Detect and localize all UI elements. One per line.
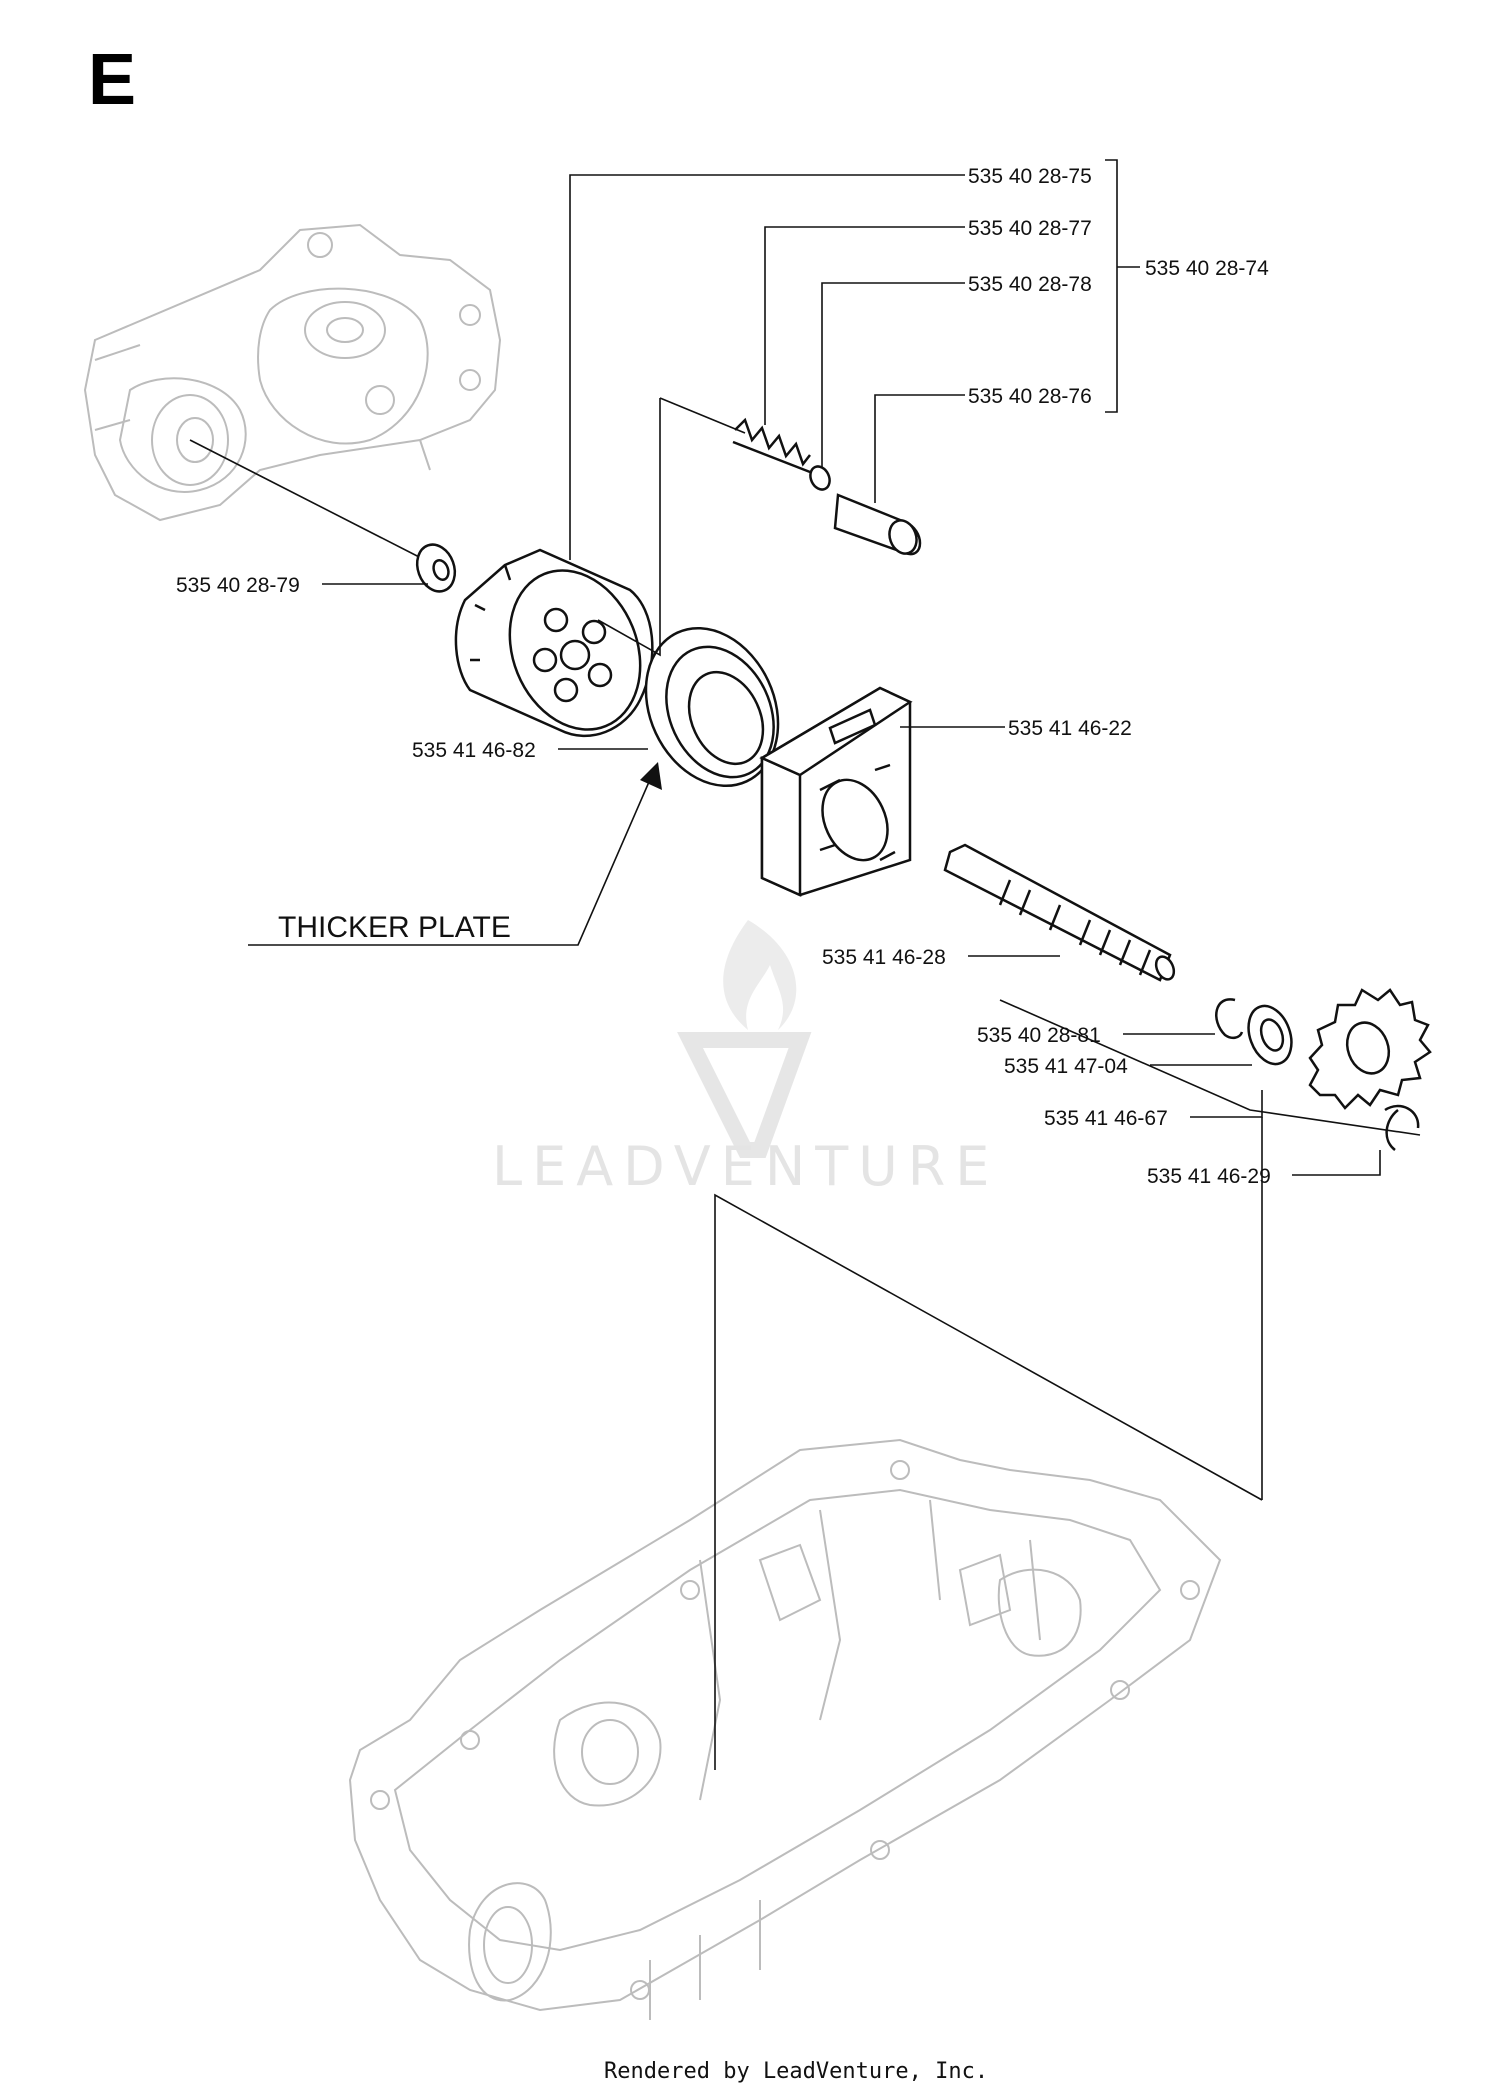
part-label-535-41-46-22[interactable]: 535 41 46-22 xyxy=(1008,717,1132,740)
part-cylinder-block[interactable] xyxy=(454,548,663,749)
part-piston[interactable] xyxy=(833,493,922,557)
part-label-535-41-46-29[interactable]: 535 41 46-29 xyxy=(1147,1165,1271,1188)
part-label-535-40-28-76[interactable]: 535 40 28-76 xyxy=(968,385,1092,408)
part-label-535-40-28-79[interactable]: 535 40 28-79 xyxy=(176,574,300,597)
part-label-535-40-28-74[interactable]: 535 40 28-74 xyxy=(1145,257,1269,280)
part-label-535-40-28-77[interactable]: 535 40 28-77 xyxy=(968,217,1092,240)
part-center-section[interactable] xyxy=(759,686,913,897)
part-bearing[interactable] xyxy=(1241,1000,1299,1070)
part-label-535-40-28-75[interactable]: 535 40 28-75 xyxy=(968,165,1092,188)
thicker-plate-note: THICKER PLATE xyxy=(248,762,662,946)
part-spring[interactable] xyxy=(732,417,811,474)
part-washer[interactable] xyxy=(411,539,461,596)
watermark-text: LEADVENTURE xyxy=(492,1135,999,1198)
callout-leaders xyxy=(322,159,1381,1770)
part-clip[interactable] xyxy=(1384,1104,1420,1151)
watermark-logo: LEADVENTURE xyxy=(492,920,999,1198)
part-label-535-41-46-28[interactable]: 535 41 46-28 xyxy=(822,946,946,969)
part-label-535-41-46-82[interactable]: 535 41 46-82 xyxy=(412,739,536,762)
part-snap-ring[interactable] xyxy=(1215,998,1244,1040)
part-label-535-41-47-04[interactable]: 535 41 47-04 xyxy=(1004,1055,1128,1078)
part-label-535-40-28-78[interactable]: 535 40 28-78 xyxy=(968,273,1092,296)
lower-case-ghost xyxy=(348,1438,1222,2020)
part-retaining-ring[interactable] xyxy=(807,463,833,492)
part-bevel-gear[interactable] xyxy=(1308,988,1432,1110)
part-input-shaft[interactable] xyxy=(943,843,1177,982)
section-letter: E xyxy=(88,40,136,120)
part-thrust-plate[interactable] xyxy=(621,606,803,807)
part-number-labels: 535 40 28-75 535 40 28-77 535 40 28-78 5… xyxy=(176,165,1271,1188)
part-label-535-41-46-67[interactable]: 535 41 46-67 xyxy=(1044,1107,1168,1130)
thicker-plate-label: THICKER PLATE xyxy=(278,911,511,944)
part-label-535-40-28-81[interactable]: 535 40 28-81 xyxy=(977,1024,1101,1047)
transaxle-housing-ghost xyxy=(83,223,502,522)
footer-credit: Rendered by LeadVenture, Inc. xyxy=(604,2059,988,2084)
